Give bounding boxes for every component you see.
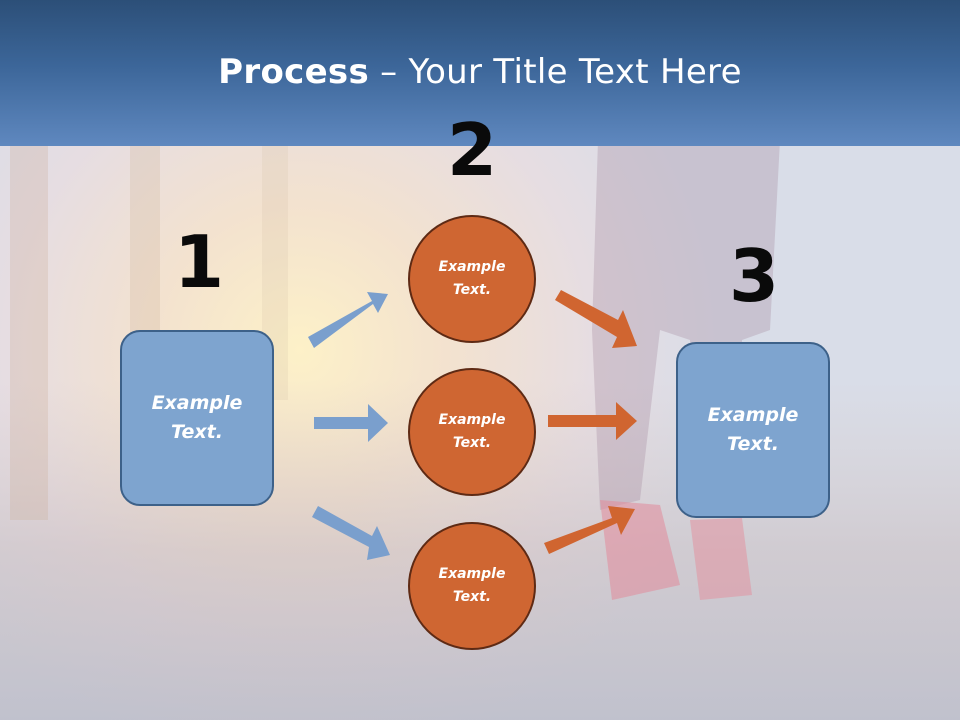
title-bold: Process: [218, 52, 370, 92]
title-rest: – Your Title Text Here: [369, 52, 742, 92]
arrow-1-to-2-top: [308, 292, 388, 348]
arrow-1-to-2-bottom: [312, 506, 390, 560]
step-number-1: 1: [173, 220, 225, 304]
arrow-2-to-3-bottom: [544, 506, 635, 554]
page-title: Process – Your Title Text Here: [0, 52, 960, 92]
arrow-1-to-2-middle: [314, 404, 388, 442]
arrow-2-to-3-middle: [548, 402, 637, 440]
arrow-2-to-3-top: [555, 290, 637, 348]
step-number-3: 3: [728, 234, 780, 318]
title-bar: [0, 0, 960, 146]
step-number-2: 2: [446, 108, 498, 192]
